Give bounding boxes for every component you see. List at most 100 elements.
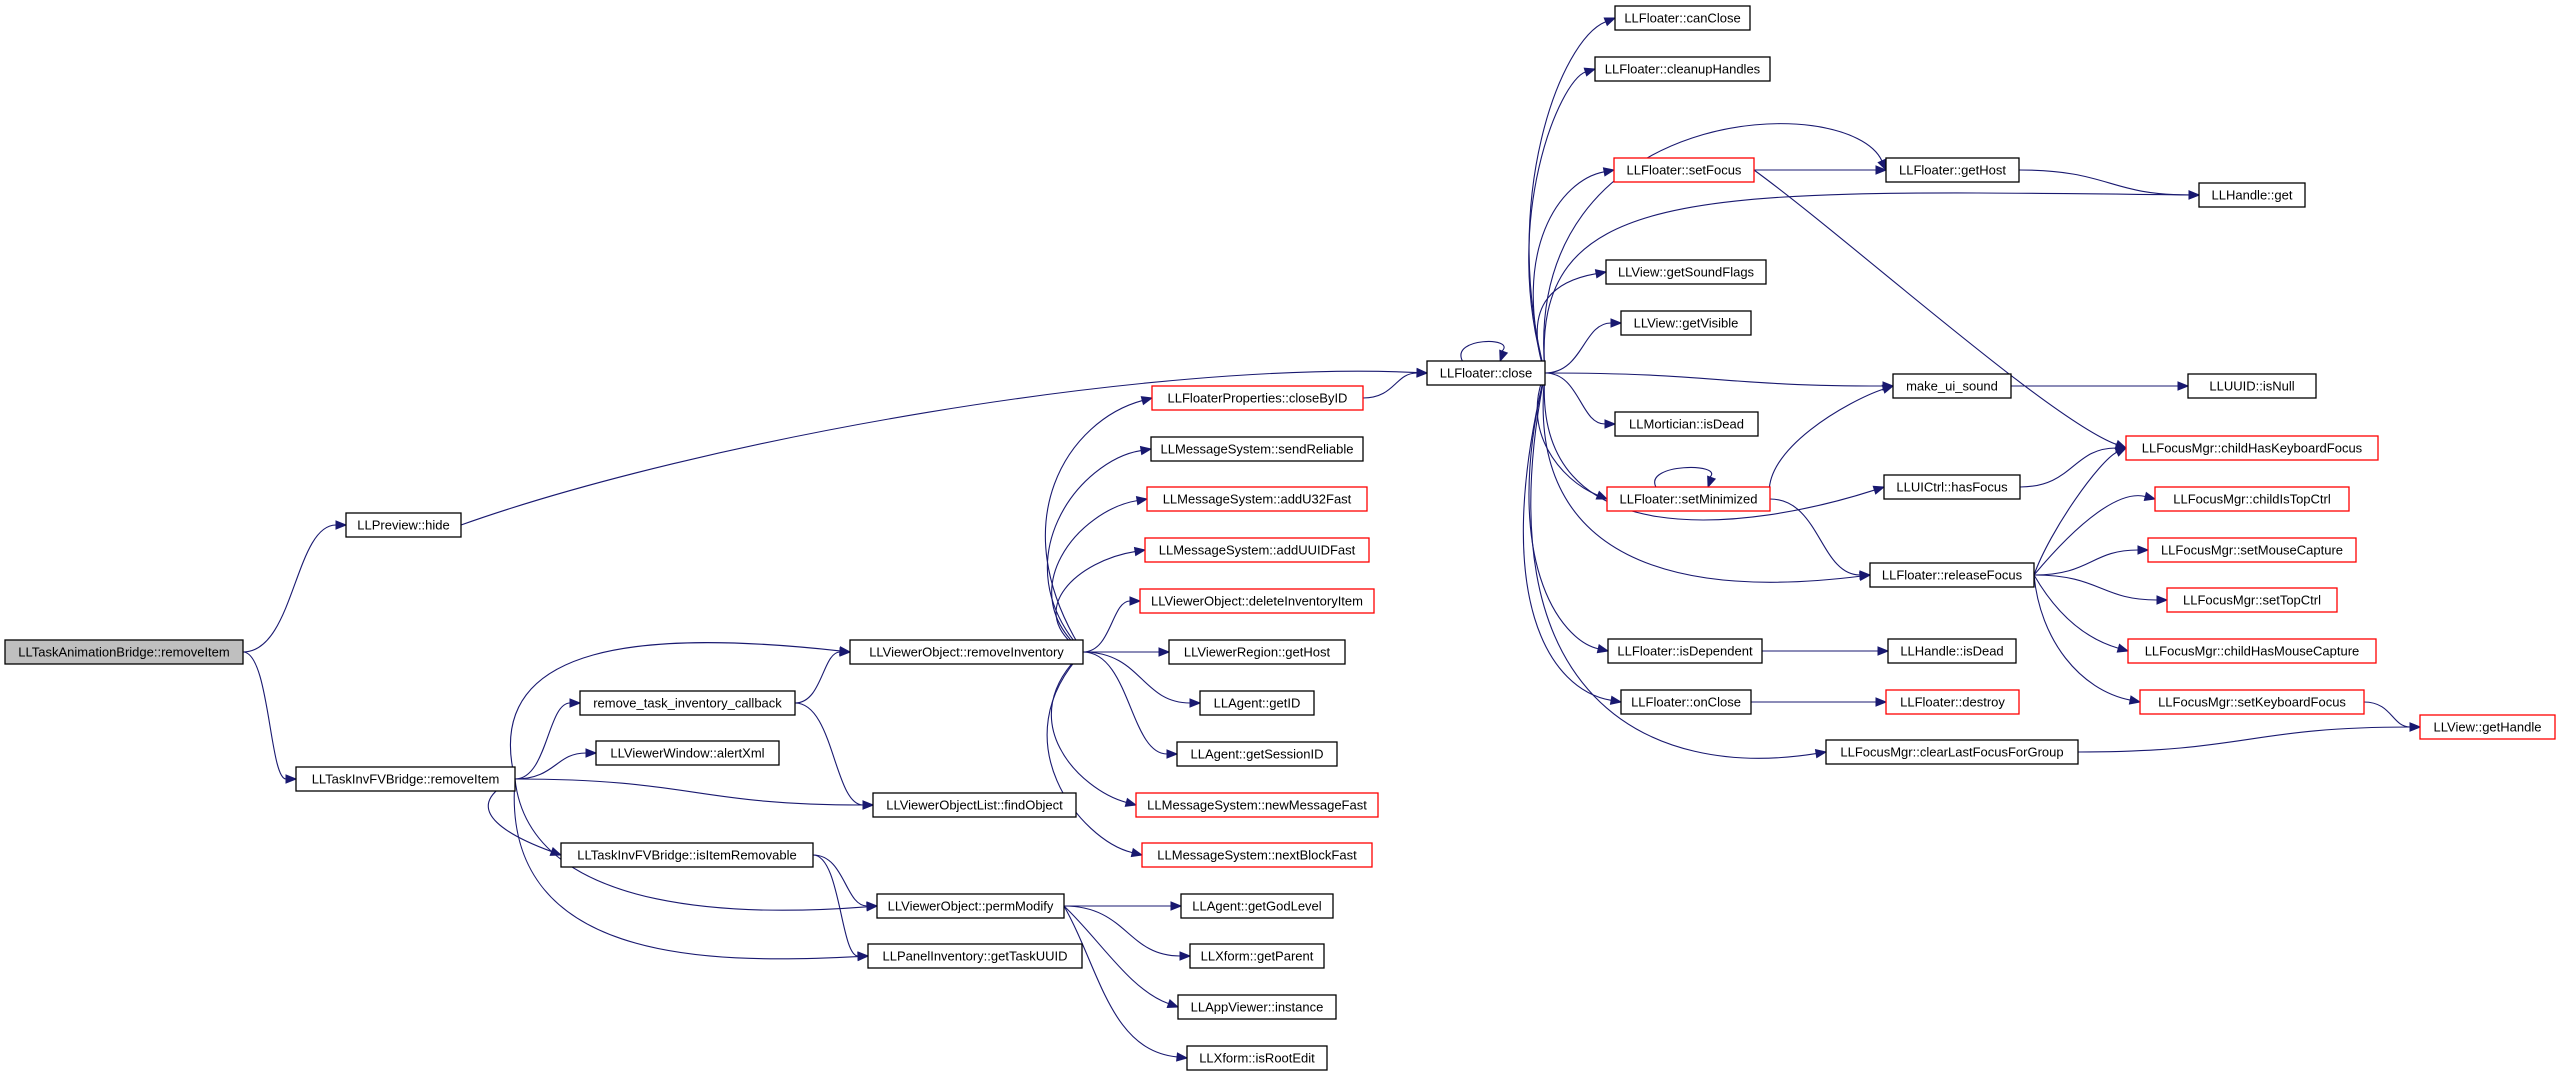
node-llview-gethandle[interactable]: LLView::getHandle [2419, 714, 2556, 740]
edge-taskinvfv-removeitem-to-gettaskuuid [513, 778, 870, 962]
edge-permmodify-to-xform-getparent [1063, 905, 1192, 961]
edge-arrowhead [866, 901, 879, 911]
node-llfloater-destroy[interactable]: LLFloater::destroy [1885, 689, 2020, 715]
node-lltaskinvfvbridge-removeitem[interactable]: LLTaskInvFVBridge::removeItem [295, 766, 516, 792]
edge-line [2033, 574, 2158, 601]
edge-line [1044, 400, 1143, 653]
node-llfocusmgr-clearlastfocusforgroup[interactable]: LLFocusMgr::clearLastFocusForGroup [1825, 739, 2079, 765]
node-llfocusmgr-settopctrl[interactable]: LLFocusMgr::setTopCtrl [2166, 587, 2338, 613]
node-llhandle-get[interactable]: LLHandle::get [2198, 182, 2306, 208]
edge-arrowhead [1583, 67, 1597, 77]
node-llfloater-canclose[interactable]: LLFloater::canClose [1614, 5, 1751, 31]
node-label: LLFocusMgr::setMouseCapture [2161, 543, 2343, 558]
node-llview-getsoundflags[interactable]: LLView::getSoundFlags [1605, 259, 1767, 285]
node-llviewerobject-permmodify[interactable]: LLViewerObject::permModify [876, 893, 1065, 919]
node-label: LLFocusMgr::setTopCtrl [2183, 593, 2321, 608]
edge-line [514, 702, 571, 780]
edge-line [812, 854, 868, 907]
node-llfloaterproperties-closebyid[interactable]: LLFloaterProperties::closeByID [1151, 385, 1364, 411]
edge-floater-close-to-onclose [1522, 372, 1623, 705]
edge-floater-close-to-make-ui-sound [1544, 372, 1895, 391]
node-llfloater-close[interactable]: LLFloater::close [1426, 360, 1546, 386]
edge-onclose-to-floater-destroy [1750, 697, 1888, 707]
edge-setfocus-to-childhaskeyboardfocus [1753, 169, 2128, 449]
node-llmessagesystem-sendreliable[interactable]: LLMessageSystem::sendReliable [1150, 436, 1364, 462]
node-box [1614, 411, 1759, 437]
edge-line [242, 524, 337, 653]
node-llpanelinventory-gettaskuuid[interactable]: LLPanelInventory::getTaskUUID [867, 943, 1083, 969]
node-label: LLMessageSystem::sendReliable [1161, 442, 1354, 457]
edge-removeinventory-to-closebyid [1044, 396, 1154, 653]
node-llagent-getid[interactable]: LLAgent::getID [1199, 690, 1315, 716]
edge-root-to-preview-hide [242, 520, 348, 653]
edge-arrowhead [1133, 546, 1147, 557]
node-llmessagesystem-nextblockfast[interactable]: LLMessageSystem::nextBlockFast [1141, 842, 1373, 868]
edge-permmodify-to-getgodlevel [1064, 901, 1183, 911]
node-label: LLFocusMgr::childHasMouseCapture [2145, 644, 2360, 659]
node-llfocusmgr-setkeyboardfocus[interactable]: LLFocusMgr::setKeyboardFocus [2139, 689, 2365, 715]
node-llhandle-isdead[interactable]: LLHandle::isDead [1887, 638, 2017, 664]
node-label: LLFloater::destroy [1900, 695, 2005, 710]
edge-line [2033, 549, 2139, 576]
node-llfloater-cleanuphandles[interactable]: LLFloater::cleanupHandles [1594, 56, 1771, 82]
node-llfloater-onclose[interactable]: LLFloater::onClose [1620, 689, 1752, 715]
edge-line [1753, 169, 2117, 446]
node-llpreview-hide[interactable]: LLPreview::hide [345, 512, 462, 538]
node-llmessagesystem-newmessagefast[interactable]: LLMessageSystem::newMessageFast [1135, 792, 1379, 818]
node-remove-task-inventory-callback[interactable]: remove_task_inventory_callback [579, 690, 796, 716]
edge-line [2033, 451, 2118, 576]
node-llmortician-isdead[interactable]: LLMortician::isDead [1614, 411, 1759, 437]
node-llfloater-setfocus[interactable]: LLFloater::setFocus [1613, 157, 1755, 183]
node-llagent-getsessionid[interactable]: LLAgent::getSessionID [1176, 741, 1338, 767]
node-label: LLPreview::hide [357, 518, 450, 533]
node-llmessagesystem-addu32fast[interactable]: LLMessageSystem::addU32Fast [1146, 486, 1368, 512]
edge-arrowhead [1596, 644, 1610, 654]
edge-removeinventory-to-addu32fast [1051, 496, 1149, 653]
edge-arrowhead [1604, 419, 1617, 429]
node-box [1189, 943, 1325, 969]
node-llviewerregion-gethost[interactable]: LLViewerRegion::getHost [1168, 639, 1346, 665]
edge-line [1082, 651, 1168, 755]
edge-line [1768, 388, 1884, 500]
node-llfloater-releasefocus[interactable]: LLFloater::releaseFocus [1869, 562, 2035, 588]
node-llfloater-isdependent[interactable]: LLFloater::isDependent [1607, 638, 1763, 664]
edge-arrowhead [1166, 999, 1180, 1008]
node-lluictrl-hasfocus[interactable]: LLUICtrl::hasFocus [1883, 474, 2021, 500]
edge-releasefocus-to-childhasmousecapture [2033, 574, 2130, 653]
node-llfocusmgr-childhaskeyboardfocus[interactable]: LLFocusMgr::childHasKeyboardFocus [2125, 435, 2379, 461]
node-lltaskanimationbridge-removeitem[interactable]: LLTaskAnimationBridge::removeItem [4, 639, 244, 665]
node-box [1885, 689, 2020, 715]
node-llfloater-setminimized[interactable]: LLFloater::setMinimized [1606, 486, 1771, 512]
node-llxform-isrootedit[interactable]: LLXform::isRootEdit [1186, 1045, 1328, 1071]
node-llfocusmgr-childhasmousecapture[interactable]: LLFocusMgr::childHasMouseCapture [2127, 638, 2377, 664]
node-llappviewer-instance[interactable]: LLAppViewer::instance [1177, 994, 1337, 1020]
edge-line [1543, 192, 2190, 374]
node-llviewerobjectlist-findobject[interactable]: LLViewerObjectList::findObject [872, 792, 1077, 818]
edge-arrowhead [857, 951, 870, 961]
node-box [1150, 436, 1364, 462]
node-llviewerobject-removeinventory[interactable]: LLViewerObject::removeInventory [849, 639, 1084, 665]
edge-arrowhead [1859, 570, 1872, 580]
node-llfloater-gethost[interactable]: LLFloater::getHost [1885, 157, 2020, 183]
node-llfocusmgr-childistopctrl[interactable]: LLFocusMgr::childIsTopCtrl [2154, 486, 2350, 512]
node-llviewerwindow-alertxml[interactable]: LLViewerWindow::alertXml [595, 740, 780, 766]
edge-arrowhead [1875, 697, 1888, 707]
edge-floater-close-to-isdead-mortician [1544, 372, 1617, 429]
node-llxform-getparent[interactable]: LLXform::getParent [1189, 943, 1325, 969]
edge-line [513, 778, 859, 960]
node-label: make_ui_sound [1906, 379, 1998, 394]
node-llagent-getgodlevel[interactable]: LLAgent::getGodLevel [1180, 893, 1334, 919]
edge-arrowhead [1135, 496, 1149, 506]
node-lluuid-isnull[interactable]: LLUUID::isNull [2187, 373, 2317, 399]
node-llview-getvisible[interactable]: LLView::getVisible [1620, 310, 1752, 336]
edge-arrowhead [1609, 695, 1623, 705]
node-llfocusmgr-setmousecapture[interactable]: LLFocusMgr::setMouseCapture [2147, 537, 2357, 563]
edge-clearlastfocus-to-view-gethandle [2077, 722, 2422, 753]
edge-floater-close-to-floater-close [1460, 340, 1509, 363]
node-llmessagesystem-adduuidfast[interactable]: LLMessageSystem::addUUIDFast [1144, 537, 1370, 563]
node-llviewerobject-deleteinventoryitem[interactable]: LLViewerObject::deleteInventoryItem [1139, 588, 1375, 614]
node-box [2419, 714, 2556, 740]
node-box [1146, 486, 1368, 512]
node-lltaskinvfvbridge-isitemremovable[interactable]: LLTaskInvFVBridge::isItemRemovable [560, 842, 814, 868]
node-make-ui-sound[interactable]: make_ui_sound [1892, 373, 2012, 399]
